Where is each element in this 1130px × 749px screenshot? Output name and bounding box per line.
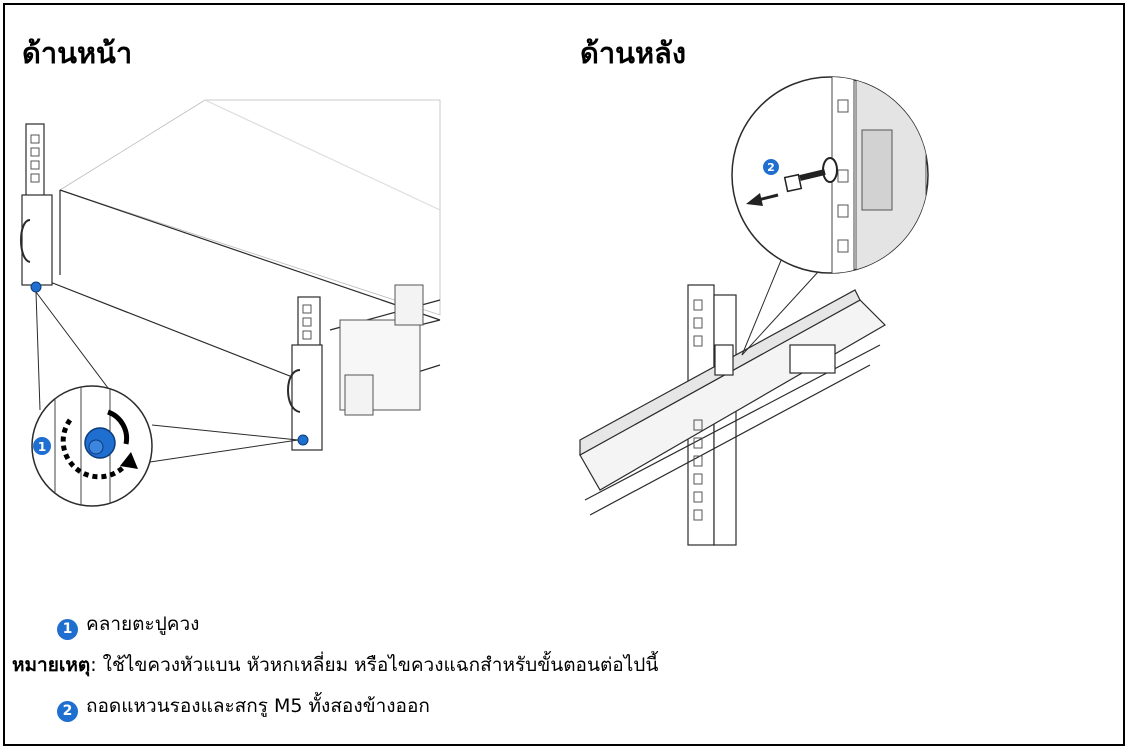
front-zoom-detail [31,385,153,507]
step-2: 2 ถอดแหวนรองและสกรู M5 ทั้งสองข้างออก [57,693,430,722]
front-left-thumbscrew [30,281,42,293]
illustration: 1 [20,76,929,546]
note-text: ใช้ไขควงหัวแบน หัวหกเหลี่ยม หรือไขควงแฉก… [96,654,659,676]
step-2-badge: 2 [57,701,78,722]
front-callout-badge [33,437,51,455]
front-zoom-leaders [35,291,299,463]
step-1-text: คลายตะปูควง [86,613,200,635]
rear-zoom-detail [731,76,929,274]
front-rack-post-holes [30,134,312,340]
rear-callout-badge [763,159,779,175]
rear-callout-number: 2 [767,161,775,174]
front-right-thumbscrew [297,434,309,446]
front-view-heading: ด้านหน้า [22,36,133,70]
front-callout-number: 1 [38,440,46,454]
step-2-text: ถอดแหวนรองและสกรู M5 ทั้งสองข้างออก [86,695,430,717]
note: หมายเหตุ: ใช้ไขควงหัวแบน หัวหกเหลี่ยม หร… [12,652,658,678]
rear-rack-post-holes [693,299,703,521]
step-1-badge: 1 [57,619,78,640]
rear-rack-rail [579,284,886,546]
rear-zoom-leaders [741,257,819,356]
figure-frame [3,3,1125,746]
note-separator: : [90,654,97,676]
rear-view-heading: ด้านหลัง [580,36,686,70]
note-label: หมายเหตุ [12,654,91,676]
step-1: 1 คลายตะปูควง [57,611,199,640]
